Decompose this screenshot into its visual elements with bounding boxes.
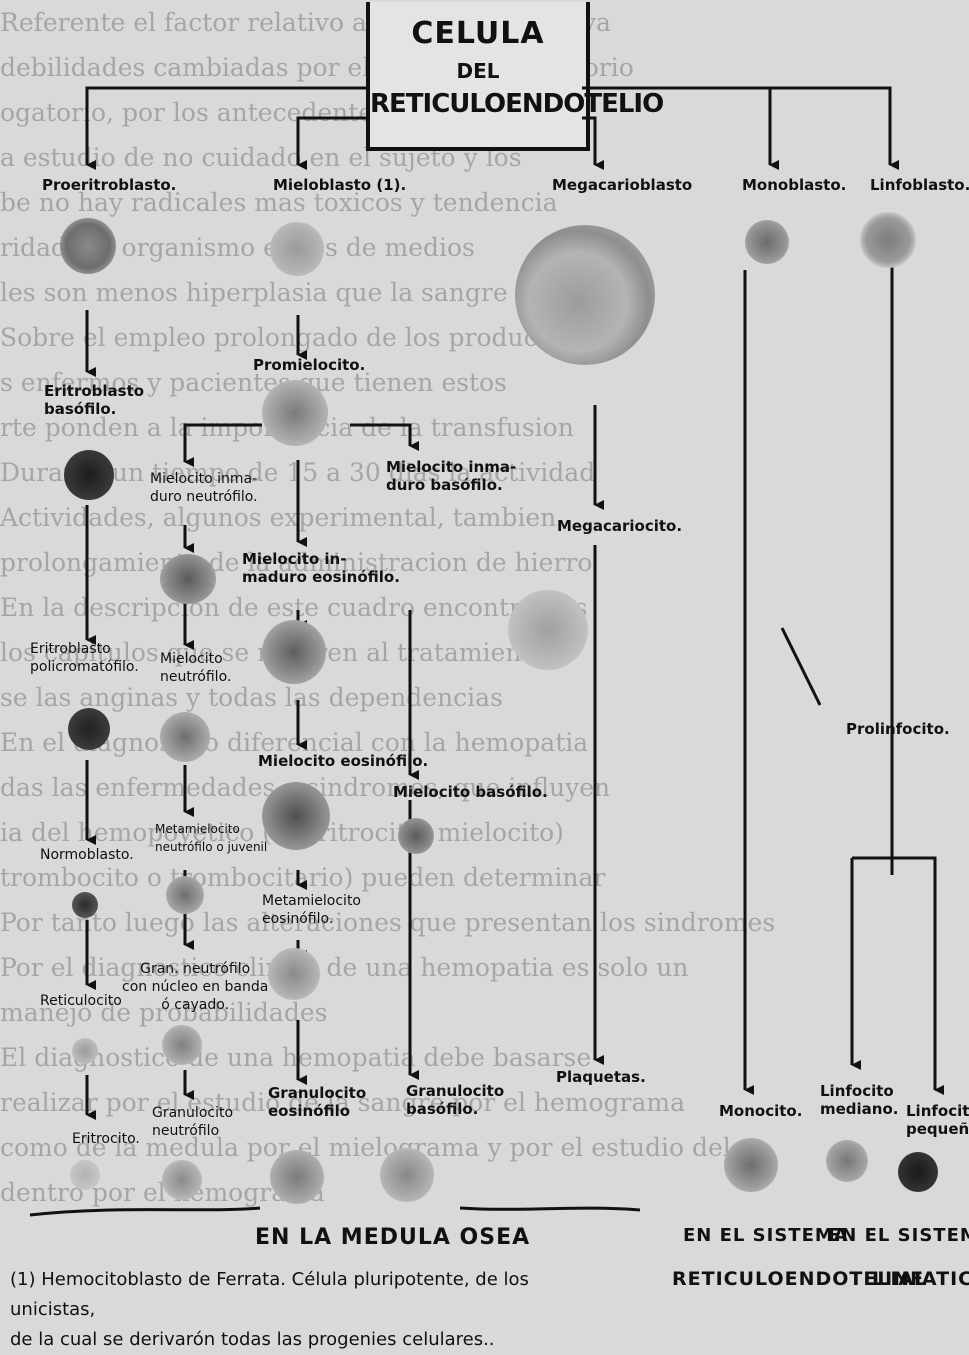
cell-megacarioblasto [515,225,655,365]
label-prolinfocito: Prolinfocito. [846,720,950,738]
cell-linfocito-mediano [826,1140,868,1182]
label-megacarioblasto: Megacarioblasto [552,176,692,194]
label-granulocito-neutrofilo: Granulocito neutrófilo [152,1104,233,1140]
cell-mielocito-neutrofilo [160,712,210,762]
label-eritroblasto-policromatofilo: Eritroblasto policromatófilo. [30,640,139,676]
label-granulocito-basofilo: Granulocito basófilo. [406,1082,504,1118]
cell-megacariocito [508,590,588,670]
cell-proeritroblasto [60,218,116,274]
label-monocito: Monocito. [719,1102,802,1120]
cell-monoblasto [745,220,789,264]
cell-granulocito-eosinofilo [270,1150,324,1204]
label-eritrocito: Eritrocito. [72,1130,140,1148]
label-mielocito-inmaduro-neutrofilo: Mielocito inma- duro neutrófilo. [150,470,258,506]
cell-mielocito-inmaduro-neutrofilo [160,554,216,604]
cell-linfoblasto [860,212,916,268]
label-linfocito-pequeno: Linfocito pequeño. [906,1102,969,1138]
cell-mieloblasto [270,222,324,276]
footer-sistema-linfatico-1: EN EL SISTEMA [828,1225,969,1246]
label-granulocito-eosinofilo: Granulocito eosinófilo [268,1084,366,1120]
cell-mielocito-eosinofilo [262,782,330,850]
label-linfocito-mediano: Linfocito mediano. [820,1082,899,1118]
label-plaquetas: Plaquetas. [556,1068,646,1086]
cell-linfocito-pequeno [898,1152,938,1192]
label-reticulocito: Reticulocito [40,992,122,1010]
label-mielocito-neutrofilo: Mielocito neutrófilo. [160,650,231,686]
label-mielocito-basofilo: Mielocito basófilo. [393,783,548,801]
label-mielocito-inmaduro-eosinofilo: Mielocito in- maduro eosinófilo. [242,550,400,586]
cell-granulocito-basofilo [380,1148,434,1202]
cell-reticulocito [72,1038,98,1064]
footer-sistema-reticulo-1: EN EL SISTEMA [683,1225,849,1246]
footnote: (1) Hemocitoblasto de Ferrata. Célula pl… [10,1265,610,1355]
label-proeritroblasto: Proeritroblasto. [42,176,176,194]
cell-eritroblasto-basofilo [64,450,114,500]
cell-mielocito-inmaduro-eosinofilo [262,620,326,684]
footer-sistema-linfatico-2: LINFATICO [872,1268,969,1290]
cell-metamielocito-neutrofilo [166,876,204,914]
label-mielocito-eosinofilo: Mielocito eosinófilo. [258,752,428,770]
cell-mielocito-basofilo [398,818,434,854]
label-monoblasto: Monoblasto. [742,176,846,194]
cell-gran-neutrofilo-banda [162,1025,202,1065]
label-metamielocito-neutrofilo: Metamielocito neutrófilo o juvenil [155,820,267,856]
label-metamielocito-eosinofilo: Metamielocito eosinófilo. [262,892,361,928]
cell-promielocito [262,380,328,446]
label-gran-neutrofilo-banda: Gran. neutrófilo con núcleo en banda ó c… [122,960,268,1014]
label-linfoblasto: Linfoblasto. [870,176,969,194]
label-promielocito: Promielocito. [253,356,365,374]
footer-medula-osea: EN LA MEDULA OSEA [255,1225,530,1250]
label-mieloblasto: Mieloblasto (1). [273,176,406,194]
label-eritroblasto-basofilo: Eritroblasto basófilo. [44,382,144,418]
label-normoblasto: Normoblasto. [40,846,134,864]
label-mielocito-inmaduro-basofilo: Mielocito inma- duro basófilo. [386,458,516,494]
cell-eritroblasto-policromatofilo [68,708,110,750]
label-megacariocito: Megacariocito. [557,517,682,535]
cell-granulocito-neutrofilo [162,1160,202,1200]
cell-normoblasto [72,892,98,918]
cell-metamielocito-eosinofilo [268,948,320,1000]
cell-monocito [724,1138,778,1192]
cell-eritrocito [70,1160,100,1190]
